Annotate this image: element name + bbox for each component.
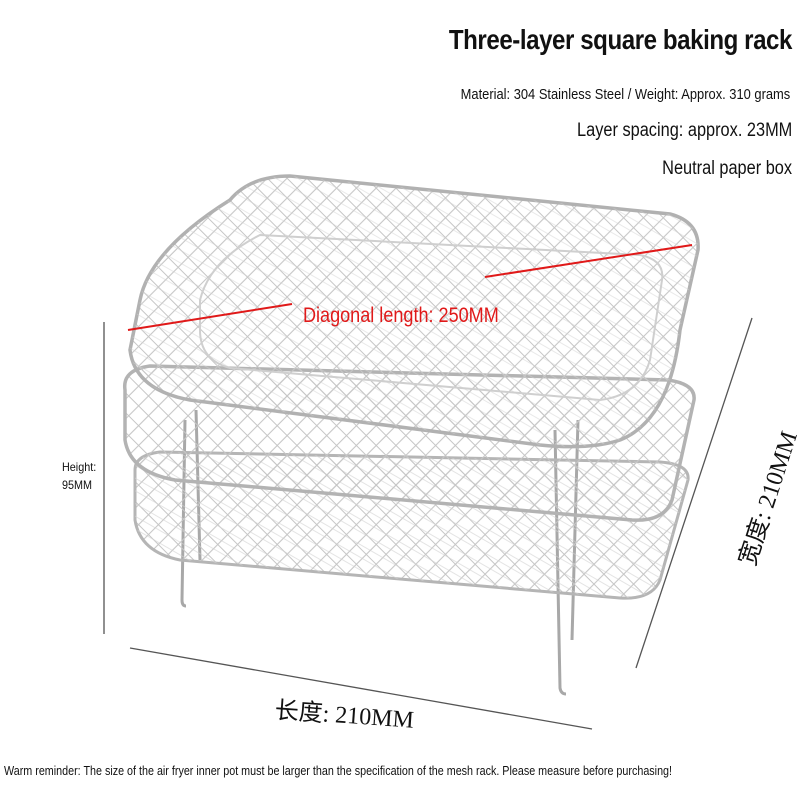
warm-reminder-text: Warm reminder: The size of the air fryer… (4, 764, 673, 778)
product-title: Three-layer square baking rack (448, 24, 793, 55)
material-weight-text: Material: 304 Stainless Steel / Weight: … (460, 86, 790, 103)
rack-layer-top (128, 174, 700, 449)
height-label-value: 95MM (62, 478, 93, 492)
diagonal-length-label: Diagonal length: 250MM (303, 304, 499, 327)
layer-spacing-text: Layer spacing: approx. 23MM (576, 120, 792, 141)
diagonal-measure-line-right (484, 244, 693, 278)
diagonal-measure-line (127, 303, 293, 331)
width-dimension-line (635, 317, 753, 669)
height-label: Height: 95MM (62, 458, 96, 494)
length-dimension-line (129, 647, 593, 730)
height-label-title: Height: (62, 460, 97, 474)
packaging-text: Neutral paper box (662, 158, 792, 179)
